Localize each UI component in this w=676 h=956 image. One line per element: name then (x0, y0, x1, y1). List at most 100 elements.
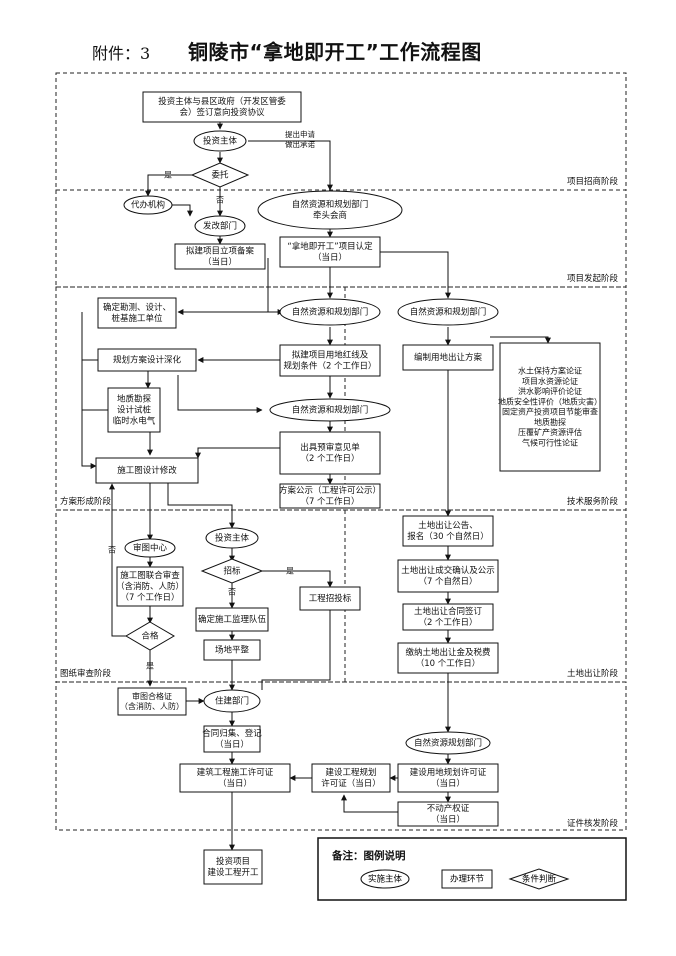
land_contract-line-1: 土地出让合同签订 (414, 606, 483, 617)
land_fee-line-1: 缴纳土地出让金及税费 (405, 647, 491, 658)
land_use_permit-line-1: 建设用地规划许可证 (410, 767, 487, 778)
nr_c-label: 自然资源和规划部门 (292, 405, 369, 416)
plan_deepen-label: 规划方案设计深化 (113, 355, 182, 366)
land_confirm-line-2: （7 个自然日） (418, 576, 477, 587)
stage-label-s5: 证件核发阶段 (567, 818, 619, 829)
redline-line-1: 拟建项目用地红线及 (292, 350, 369, 361)
flow-arrow (177, 375, 263, 413)
redline-line-2: 规划条件（2 个工作日） (283, 360, 376, 371)
stage-frame-initiate (55, 189, 627, 288)
land_contract-line-2: （2 个工作日） (418, 617, 477, 628)
land_notice-line-2: 报名（30 个自然日） (407, 531, 489, 542)
stage-label-s2: 项目发起阶段 (567, 273, 619, 284)
flow-arrow (261, 610, 331, 690)
final-line-2: 建设工程开工 (207, 867, 259, 878)
build_permit-line-1: 建筑工程施工许可证 (197, 767, 274, 778)
geo_survey-line-1: 地质勘探 (117, 394, 152, 405)
stage-frame-invest (55, 72, 627, 191)
tech_list-line-7: 压覆矿产资源评估 (518, 427, 582, 437)
legend-ellipse-icon (360, 869, 410, 889)
node-property_cert: 不动产权证（当日） (397, 801, 499, 827)
stage-frame-scheme (55, 286, 627, 511)
label-no3: 否 (108, 546, 116, 555)
stage-label-s3a: 方案形成阶段 (60, 496, 112, 507)
legend-box (317, 837, 627, 901)
node-drc: 发改部门 (194, 215, 246, 237)
flow-arrow (172, 204, 193, 217)
node-nr_a: 自然资源和规划部门 (279, 298, 381, 326)
stage-label-s4a: 图纸审查阶段 (60, 668, 112, 679)
invest_subject_1-label: 投资主体 (203, 136, 238, 147)
node-nr_c: 自然资源和规划部门 (269, 398, 391, 422)
node-land_fee: 缴纳土地出让金及税费（10 个工作日） (397, 642, 499, 674)
attachment-label: 附件：3 (92, 44, 151, 63)
nr_b-label: 自然资源和规划部门 (410, 307, 487, 318)
label-yes1: 是 (164, 171, 172, 180)
invest_agree-line-2: 会）签订意向投资协议 (179, 107, 265, 118)
node-nr_b: 自然资源和规划部门 (397, 298, 499, 326)
stage-label-s3b: 技术服务阶段 (567, 496, 619, 507)
tech_list-line-2: 项目水资源论证 (522, 376, 578, 386)
tech_list-line-4: 地质安全性评价（地质灾害） (498, 396, 602, 406)
note_submit-line-2: 做出承诺 (285, 139, 315, 149)
flow-arrow (109, 483, 126, 637)
proj_confirm-line-2: （当日） (313, 252, 347, 263)
node-invest_subject_2: 投资主体 (205, 527, 259, 549)
bidding-label: 招标 (223, 566, 241, 577)
tech_list-line-3: 洪水影响评价论证 (518, 386, 582, 396)
node-land_contract: 土地出让合同签订（2 个工作日） (402, 603, 494, 631)
stage-frame-certificate (55, 681, 627, 831)
contract_record-line-1: 合同归集、登记 (202, 728, 262, 739)
label-yes2: 是 (286, 567, 294, 576)
node-invest_subject_1: 投资主体 (193, 130, 247, 152)
node-determine_units: 确定勘测、设计、桩基施工单位 (97, 297, 177, 329)
tech_list-line-1: 水土保持方案论证 (518, 366, 582, 376)
contract_record-line-2: （当日） (215, 739, 249, 750)
flow-arrow (262, 570, 333, 588)
nr_d-label: 自然资源规划部门 (414, 738, 482, 749)
nr_lead-line-1: 自然资源和规划部门 (292, 199, 369, 210)
tech_list-line-6: 地质勘探 (534, 417, 566, 427)
node-land_use_permit: 建设用地规划许可证（当日） (397, 763, 499, 793)
node-review_center: 审图中心 (124, 538, 176, 558)
engineering_bid-label: 工程招投标 (309, 593, 352, 604)
delegate-label: 委托 (211, 170, 229, 181)
node-proj_confirm: “拿地即开工”项目认定（当日） (279, 236, 381, 268)
node-site_level: 场地平整 (203, 639, 261, 661)
invest_agree-line-1: 投资主体与县区政府（开发区管委 (158, 96, 286, 107)
pre_review-line-2: （2 个工作日） (300, 453, 359, 464)
determine_units-line-2: 桩基施工单位 (111, 313, 163, 324)
property_cert-line-1: 不动产权证 (427, 803, 470, 814)
node-agency: 代办机构 (123, 195, 173, 215)
nr_a-label: 自然资源和规划部门 (292, 307, 369, 318)
land_use_permit-line-2: （当日） (431, 778, 465, 789)
flow-arrows (81, 122, 551, 851)
proj_filing-line-2: （当日） (203, 256, 237, 267)
flow-nodes: 投资主体与县区政府（开发区管委会）签订意向投资协议投资主体提出申请做出承诺委托是… (95, 91, 602, 885)
proj_filing-line-1: 拟建项目立项备案 (186, 246, 255, 257)
legend-step: 办理环节 (450, 874, 485, 885)
land_confirm-line-1: 土地出让成交确认及公示 (401, 565, 495, 576)
joint_review-line-2: （含消防、人防） (116, 581, 184, 592)
build_permit-line-2: （当日） (218, 778, 252, 789)
label-no2: 否 (228, 588, 236, 597)
note_submit-line-1: 提出申请 (285, 129, 315, 139)
label-yes3: 是 (146, 662, 154, 671)
geo_survey-line-2: 设计试桩 (117, 405, 152, 416)
flow-arrow (248, 140, 333, 191)
node-plan_public: 方案公示（工程许可公示）（7 个工作日） (279, 483, 381, 509)
label-no1: 否 (216, 196, 224, 205)
legend-condition: 条件判断 (522, 874, 557, 885)
stage-label-s4b: 土地出让阶段 (567, 668, 619, 679)
tech_list-line-8: 气候可行性论证 (522, 437, 578, 447)
stage-label-s1: 项目招商阶段 (567, 176, 619, 187)
eng_plan_permit-line-1: 建设工程规划 (325, 767, 376, 778)
node-joint_review: 施工图联合审查（含消防、人防）（7 个工作日） (116, 566, 184, 607)
